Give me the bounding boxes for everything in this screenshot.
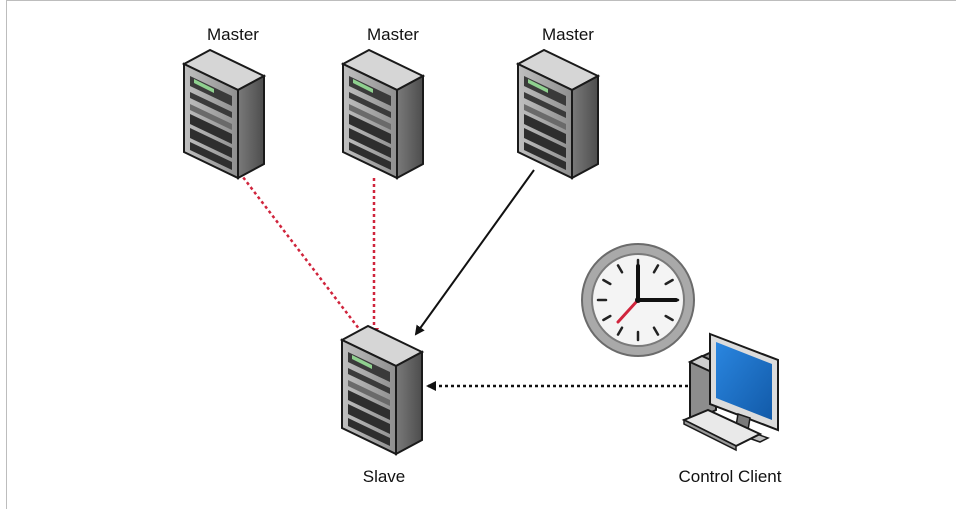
clock-icon (581, 243, 695, 357)
edge-master3-slave (414, 169, 535, 336)
master-label-3: Master (542, 25, 594, 44)
master-node-1: Master (183, 25, 265, 179)
slave-label: Slave (363, 467, 406, 486)
server-tower-icon (517, 49, 599, 179)
master-label-2: Master (367, 25, 419, 44)
edge-master1-slave (235, 167, 368, 340)
server-tower-icon (342, 49, 424, 179)
master-node-3: Master (517, 25, 599, 179)
server-tower-icon (183, 49, 265, 179)
server-tower-icon (341, 325, 423, 455)
master-label-1: Master (207, 25, 259, 44)
desktop-computer-icon (681, 332, 779, 452)
clock-second-hand (616, 298, 640, 324)
slave-node: Slave (341, 325, 423, 486)
diagram-frame (6, 0, 956, 509)
control-client-node: Control Client (679, 332, 782, 486)
master-node-2: Master (342, 25, 424, 179)
control-client-label: Control Client (679, 467, 782, 486)
